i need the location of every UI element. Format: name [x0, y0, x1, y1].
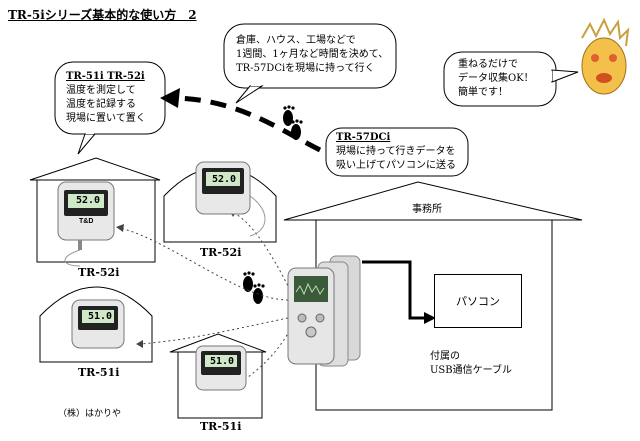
tr57dci-devices	[287, 255, 361, 367]
label-tr51i-left: TR-51i	[78, 366, 120, 379]
speech-bubble-top	[223, 23, 397, 89]
bubble-device-line3: 吸い上げてパソコンに送る	[336, 160, 456, 171]
bubble-left-line4: 現場に置いて置く	[66, 113, 146, 124]
speech-bubble-right-tail	[551, 69, 579, 83]
bubble-top-line1: 倉庫、ハウス、工場などで	[236, 35, 356, 46]
logger-display-1: 52.0	[76, 195, 101, 206]
logger-display-2: 52.0	[212, 174, 237, 185]
office-label: 事務所	[412, 204, 442, 215]
pc-label: パソコン	[456, 295, 500, 308]
logger-tr52i-center	[195, 161, 266, 237]
bubble-left-line3: 温度を記録する	[66, 99, 136, 110]
bubble-right-line3: 簡単です！	[458, 87, 508, 98]
label-tr51i-bottom: TR-51i	[200, 420, 242, 433]
logger-display-3: 51.0	[88, 311, 113, 322]
bubble-left-line1: TR-51i TR-52i	[66, 71, 145, 82]
usb-cable-arrowhead	[424, 312, 436, 324]
bubble-cable-text: 付属の USB通信ケーブル	[430, 350, 512, 378]
logger-tr51i-bottom	[195, 345, 247, 391]
bubble-top-line2: 1週間、1ヶ月など時間を決めて、	[236, 49, 389, 60]
route-arrowhead	[160, 88, 180, 108]
speech-bubble-top-tail	[235, 85, 264, 104]
bubble-device-text: TR-57DCi 現場に持って行きデータを 吸い上げてパソコンに送る	[336, 131, 456, 173]
usb-cable	[362, 260, 428, 320]
label-tr52i-left: TR-52i	[78, 266, 120, 279]
pc-box: パソコン	[434, 274, 522, 328]
bubble-device-line2: 現場に持って行きデータを	[336, 146, 456, 157]
label-tr52i-center: TR-52i	[200, 246, 242, 259]
bubble-left-line2: 温度を測定して	[66, 85, 136, 96]
bubble-cable-line1: 付属の	[430, 351, 460, 362]
speech-bubble-left-tail	[77, 133, 97, 155]
page-title: TR-5iシリーズ基本的な使い方 2	[8, 8, 197, 22]
logger-tr52i-left	[57, 181, 115, 267]
face-icon	[581, 17, 630, 95]
bubble-left-text: TR-51i TR-52i 温度を測定して 温度を記録する 現場に置いて置く	[66, 70, 146, 126]
bubble-cable-line2: USB通信ケーブル	[430, 365, 513, 376]
bubble-right-line2: データ収集OK！	[458, 73, 534, 84]
bubble-top-text: 倉庫、ハウス、工場などで 1週間、1ヶ月など時間を決めて、 TR-57DCiを現…	[236, 34, 388, 76]
bubble-top-line3: TR-57DCiを現場に持って行く	[236, 63, 375, 74]
logger-tr51i-left	[71, 299, 125, 349]
wireless-links	[119, 211, 293, 385]
bubble-right-line1: 重ねるだけで	[458, 59, 518, 70]
bubble-device-line1: TR-57DCi	[336, 132, 391, 143]
route-arrow	[175, 95, 322, 153]
footprints-icon	[283, 105, 303, 140]
footprints-icon-middle	[243, 271, 265, 304]
speech-bubble-device	[325, 127, 469, 177]
company-name: （株）はかりや	[58, 409, 122, 419]
logger-display-4: 51.0	[210, 356, 235, 367]
logger-brand: T&D	[79, 218, 94, 225]
bubble-right-text: 重ねるだけで データ収集OK！ 簡単です！	[458, 58, 534, 100]
